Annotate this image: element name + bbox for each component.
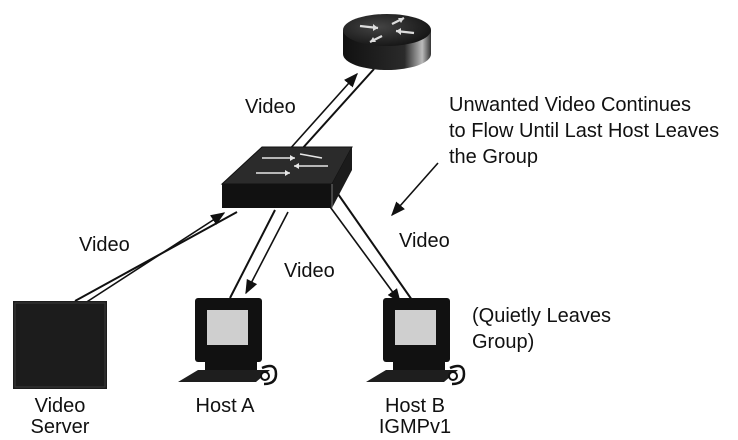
annotation-pointer-arrow bbox=[391, 162, 439, 217]
video-server-label-line-1: Video bbox=[34, 395, 86, 417]
host-a-workstation-icon bbox=[178, 298, 278, 386]
host-b-label-line-2: IGMPv1 bbox=[378, 416, 452, 438]
switch-icon bbox=[220, 146, 353, 208]
host-a-label: Host A bbox=[195, 395, 255, 417]
video-to-host-b-arrow bbox=[327, 203, 401, 304]
video-label-server-link: Video bbox=[79, 234, 130, 256]
video-to-host-a-arrow bbox=[245, 211, 289, 295]
annotation-line-3: the Group bbox=[449, 146, 538, 168]
switch-host-a-line bbox=[229, 209, 276, 299]
annotation-line-1: Unwanted Video Continues bbox=[449, 94, 692, 116]
video-to-router-arrow bbox=[279, 72, 358, 161]
host-b-label-line-1: Host B bbox=[384, 395, 446, 417]
switch-router-line bbox=[291, 68, 375, 161]
host-b-note-line-2: Group) bbox=[472, 331, 535, 353]
switch-host-b-line bbox=[337, 193, 413, 301]
video-server-icon bbox=[13, 301, 107, 389]
video-label-host-b-link: Video bbox=[399, 230, 450, 252]
host-b-note-line-1: (Quietly Leaves bbox=[472, 305, 611, 327]
router-icon bbox=[343, 14, 431, 70]
video-from-server-arrow bbox=[81, 212, 226, 306]
host-b-workstation-icon bbox=[366, 298, 466, 386]
video-label-host-a-link: Video bbox=[284, 260, 335, 282]
video-label-router-link: Video bbox=[245, 96, 296, 118]
video-server-label-line-2: Server bbox=[30, 416, 90, 438]
annotation-line-2: to Flow Until Last Host Leaves bbox=[449, 120, 720, 142]
